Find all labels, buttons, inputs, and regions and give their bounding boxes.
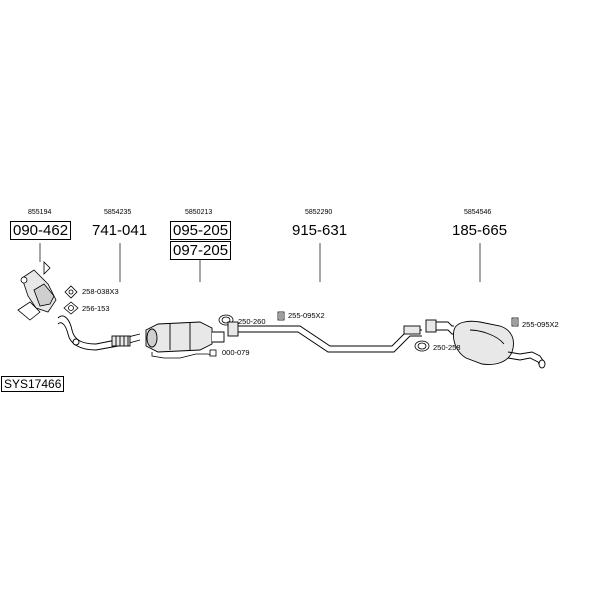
- fitting-label-258-038x3[interactable]: 258-038X3: [82, 287, 119, 296]
- oe-number-855194: 855194: [28, 209, 52, 216]
- oe-number-5854546: 5854546: [464, 209, 492, 216]
- fitting-label-250-260[interactable]: 250-260: [238, 317, 266, 326]
- clamp-250-258-icon: [414, 340, 430, 352]
- particulate-filter: [145, 321, 225, 353]
- bolt-255-095-icon: [277, 311, 285, 321]
- fitting-label-255-095x2-rear[interactable]: 255-095X2: [522, 320, 559, 329]
- bolt-255-095-rear-icon: [511, 317, 519, 327]
- part-number-915-631[interactable]: 915-631: [292, 222, 348, 239]
- gasket-256-153-icon: [63, 301, 79, 315]
- fitting-label-256-153[interactable]: 256-153: [82, 304, 110, 313]
- part-number-097-205[interactable]: 097-205: [170, 241, 232, 260]
- fitting-label-255-095x2[interactable]: 255-095X2: [288, 311, 325, 320]
- fitting-label-000-079[interactable]: 000-079: [222, 348, 250, 357]
- system-code-label: SYS17466: [1, 376, 65, 392]
- gasket-258-038-icon: [64, 285, 78, 299]
- oe-number-5852290: 5852290: [305, 209, 333, 216]
- oe-number-5850213: 5850213: [185, 209, 213, 216]
- fitting-label-250-258[interactable]: 250-258: [433, 343, 461, 352]
- oe-number-5854235: 5854235: [104, 209, 132, 216]
- middle-pipe: [227, 321, 422, 353]
- part-number-090-462[interactable]: 090-462: [10, 221, 72, 240]
- rear-silencer: [425, 319, 546, 369]
- part-number-185-665[interactable]: 185-665: [452, 222, 508, 239]
- front-pipe: [57, 315, 141, 351]
- sensor-wire: [151, 349, 217, 359]
- catalytic-converter: [17, 261, 57, 321]
- part-number-095-205[interactable]: 095-205: [170, 221, 232, 240]
- part-number-741-041[interactable]: 741-041: [92, 222, 148, 239]
